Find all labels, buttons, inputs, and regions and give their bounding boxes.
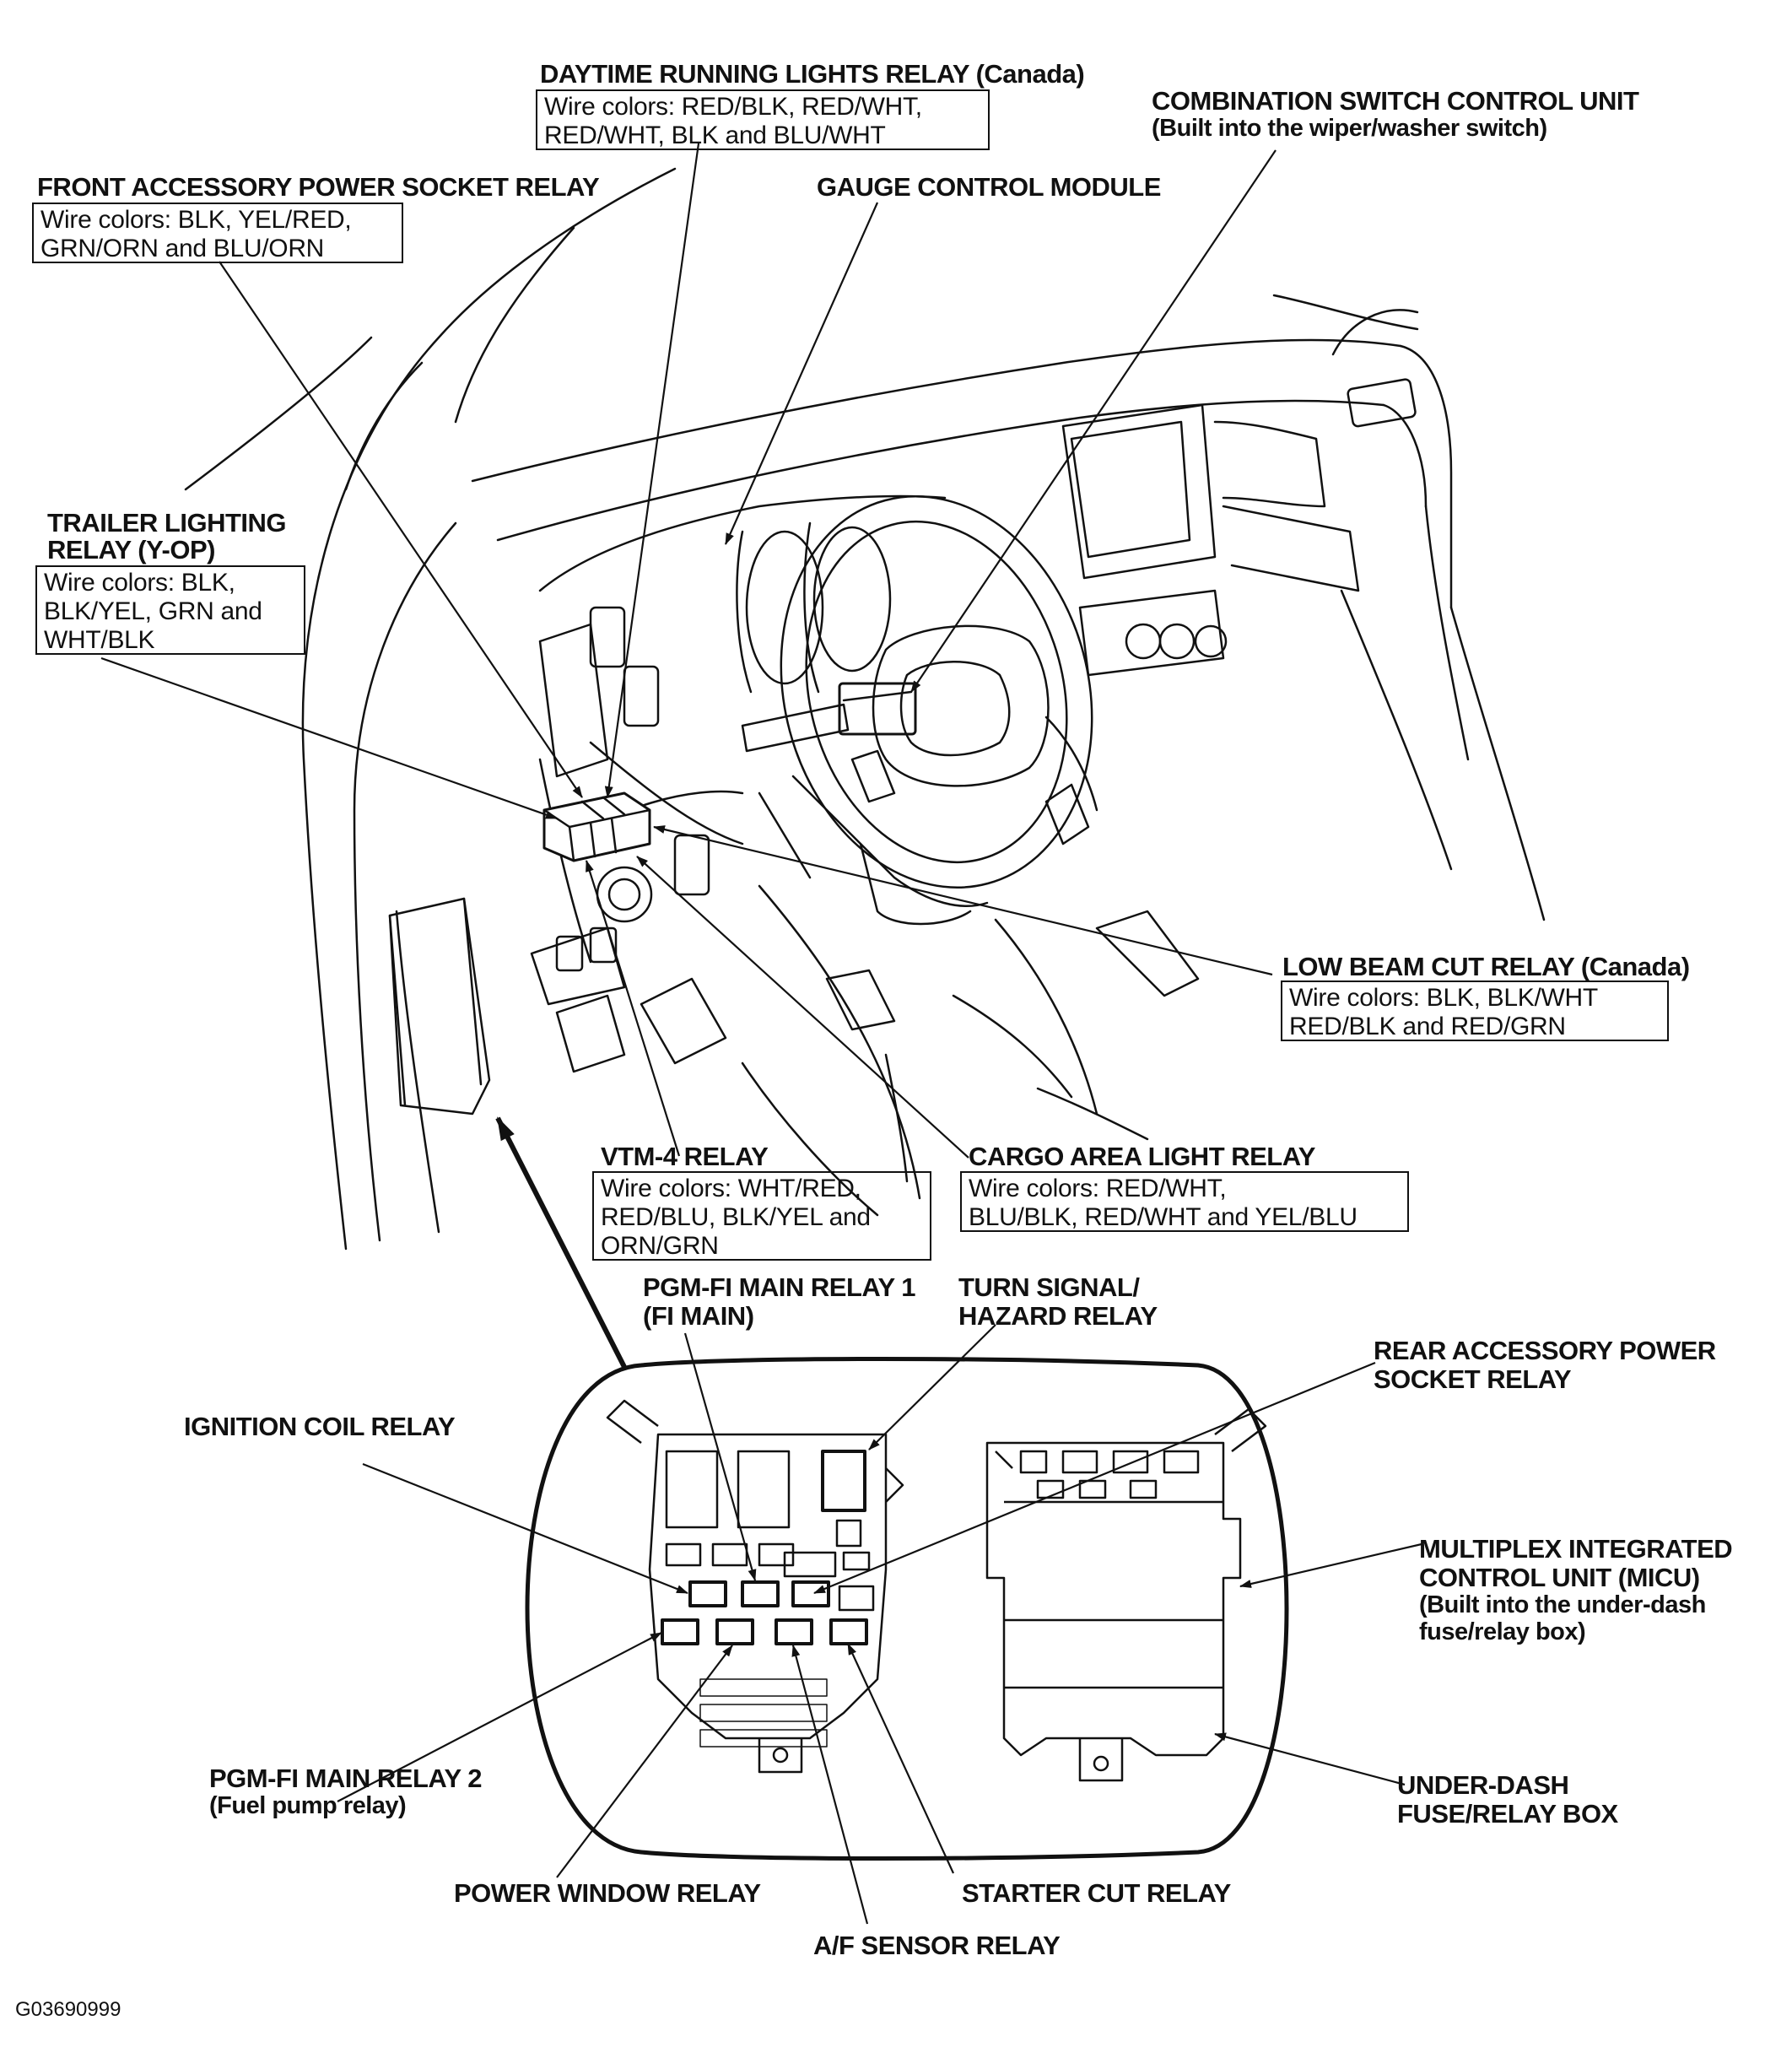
gauge-control-module-label: GAUGE CONTROL MODULE (817, 172, 1161, 202)
front-socket-wire-line-2: GRN/ORN and BLU/ORN (40, 235, 325, 262)
vtm4-wire-line-2: RED/BLU, BLK/YEL and (601, 1203, 871, 1231)
af-sensor-relay-label: A/F SENSOR RELAY (813, 1931, 1061, 1960)
trailer-relay-label-line-2: RELAY (Y-OP) (47, 535, 216, 565)
vtm4-wire-line-3: ORN/GRN (601, 1232, 719, 1260)
trailer-relay-label-line-1: TRAILER LIGHTING (47, 508, 287, 538)
leader-lines (100, 143, 1422, 1925)
trailer-wire-line-3: WHT/BLK (44, 626, 155, 654)
fuse-box-illustration (525, 1357, 1289, 1861)
cargo-wire-line-1: Wire colors: RED/WHT, (969, 1175, 1227, 1202)
cargo-relay-label: CARGO AREA LIGHT RELAY (969, 1142, 1315, 1171)
vtm4-wire-line-1: Wire colors: WHT/RED, (601, 1175, 861, 1202)
drl-wire-line-1: Wire colors: RED/BLK, RED/WHT, (544, 93, 922, 121)
cargo-wire-bracket: Wire colors: RED/WHT, BLU/BLK, RED/WHT a… (960, 1171, 1409, 1232)
combination-switch-sublabel: (Built into the wiper/washer switch) (1152, 115, 1547, 142)
trailer-wire-line-1: Wire colors: BLK, (44, 569, 235, 597)
starter-cut-relay-label: STARTER CUT RELAY (962, 1878, 1231, 1908)
micu-sublabel-line-1: (Built into the under-dash (1419, 1591, 1706, 1618)
drl-wire-bracket: Wire colors: RED/BLK, RED/WHT, RED/WHT, … (536, 89, 990, 150)
micu-sublabel-line-2: fuse/relay box) (1419, 1618, 1586, 1645)
pgm1-relay-label-line-1: PGM-FI MAIN RELAY 1 (643, 1272, 915, 1302)
power-window-relay-label: POWER WINDOW RELAY (454, 1878, 761, 1908)
drl-wire-line-2: RED/WHT, BLK and BLU/WHT (544, 122, 886, 149)
rear-socket-relay-label-line-1: REAR ACCESSORY POWER (1374, 1336, 1716, 1365)
vtm4-relay-label: VTM-4 RELAY (601, 1142, 769, 1171)
low-beam-wire-line-2: RED/BLK and RED/GRN (1289, 1013, 1566, 1040)
front-socket-wire-line-1: Wire colors: BLK, YEL/RED, (40, 206, 352, 234)
micu-label-line-1: MULTIPLEX INTEGRATED (1419, 1534, 1733, 1564)
combination-switch-label: COMBINATION SWITCH CONTROL UNIT (1152, 86, 1639, 116)
trailer-wire-line-2: BLK/YEL, GRN and (44, 597, 262, 625)
ignition-coil-relay-label: IGNITION COIL RELAY (184, 1412, 456, 1441)
dashboard-illustration (184, 167, 1546, 1251)
underdash-box-label-line-1: UNDER-DASH (1397, 1770, 1569, 1800)
low-beam-relay-label: LOW BEAM CUT RELAY (Canada) (1282, 952, 1690, 981)
low-beam-wire-line-1: Wire colors: BLK, BLK/WHT (1289, 984, 1598, 1012)
turn-signal-relay-label-line-2: HAZARD RELAY (958, 1301, 1158, 1331)
front-socket-relay-label: FRONT ACCESSORY POWER SOCKET RELAY (37, 172, 600, 202)
front-socket-wire-bracket: Wire colors: BLK, YEL/RED, GRN/ORN and B… (32, 203, 403, 263)
figure-id: G03690999 (15, 1998, 121, 2021)
turn-signal-relay-label-line-1: TURN SIGNAL/ (958, 1272, 1140, 1302)
pgm1-relay-label-line-2: (FI MAIN) (643, 1301, 754, 1331)
cargo-wire-line-2: BLU/BLK, RED/WHT and YEL/BLU (969, 1203, 1357, 1231)
pgm2-relay-sublabel: (Fuel pump relay) (209, 1792, 407, 1819)
drl-relay-label: DAYTIME RUNNING LIGHTS RELAY (Canada) (540, 59, 1085, 89)
rear-socket-relay-label-line-2: SOCKET RELAY (1374, 1364, 1572, 1394)
trailer-wire-bracket: Wire colors: BLK, BLK/YEL, GRN and WHT/B… (35, 565, 305, 655)
low-beam-wire-bracket: Wire colors: BLK, BLK/WHT RED/BLK and RE… (1281, 980, 1669, 1041)
pgm2-relay-label: PGM-FI MAIN RELAY 2 (209, 1764, 482, 1793)
vtm4-wire-bracket: Wire colors: WHT/RED, RED/BLU, BLK/YEL a… (592, 1171, 931, 1261)
underdash-box-label-line-2: FUSE/RELAY BOX (1397, 1799, 1618, 1829)
micu-label-line-2: CONTROL UNIT (MICU) (1419, 1563, 1700, 1592)
